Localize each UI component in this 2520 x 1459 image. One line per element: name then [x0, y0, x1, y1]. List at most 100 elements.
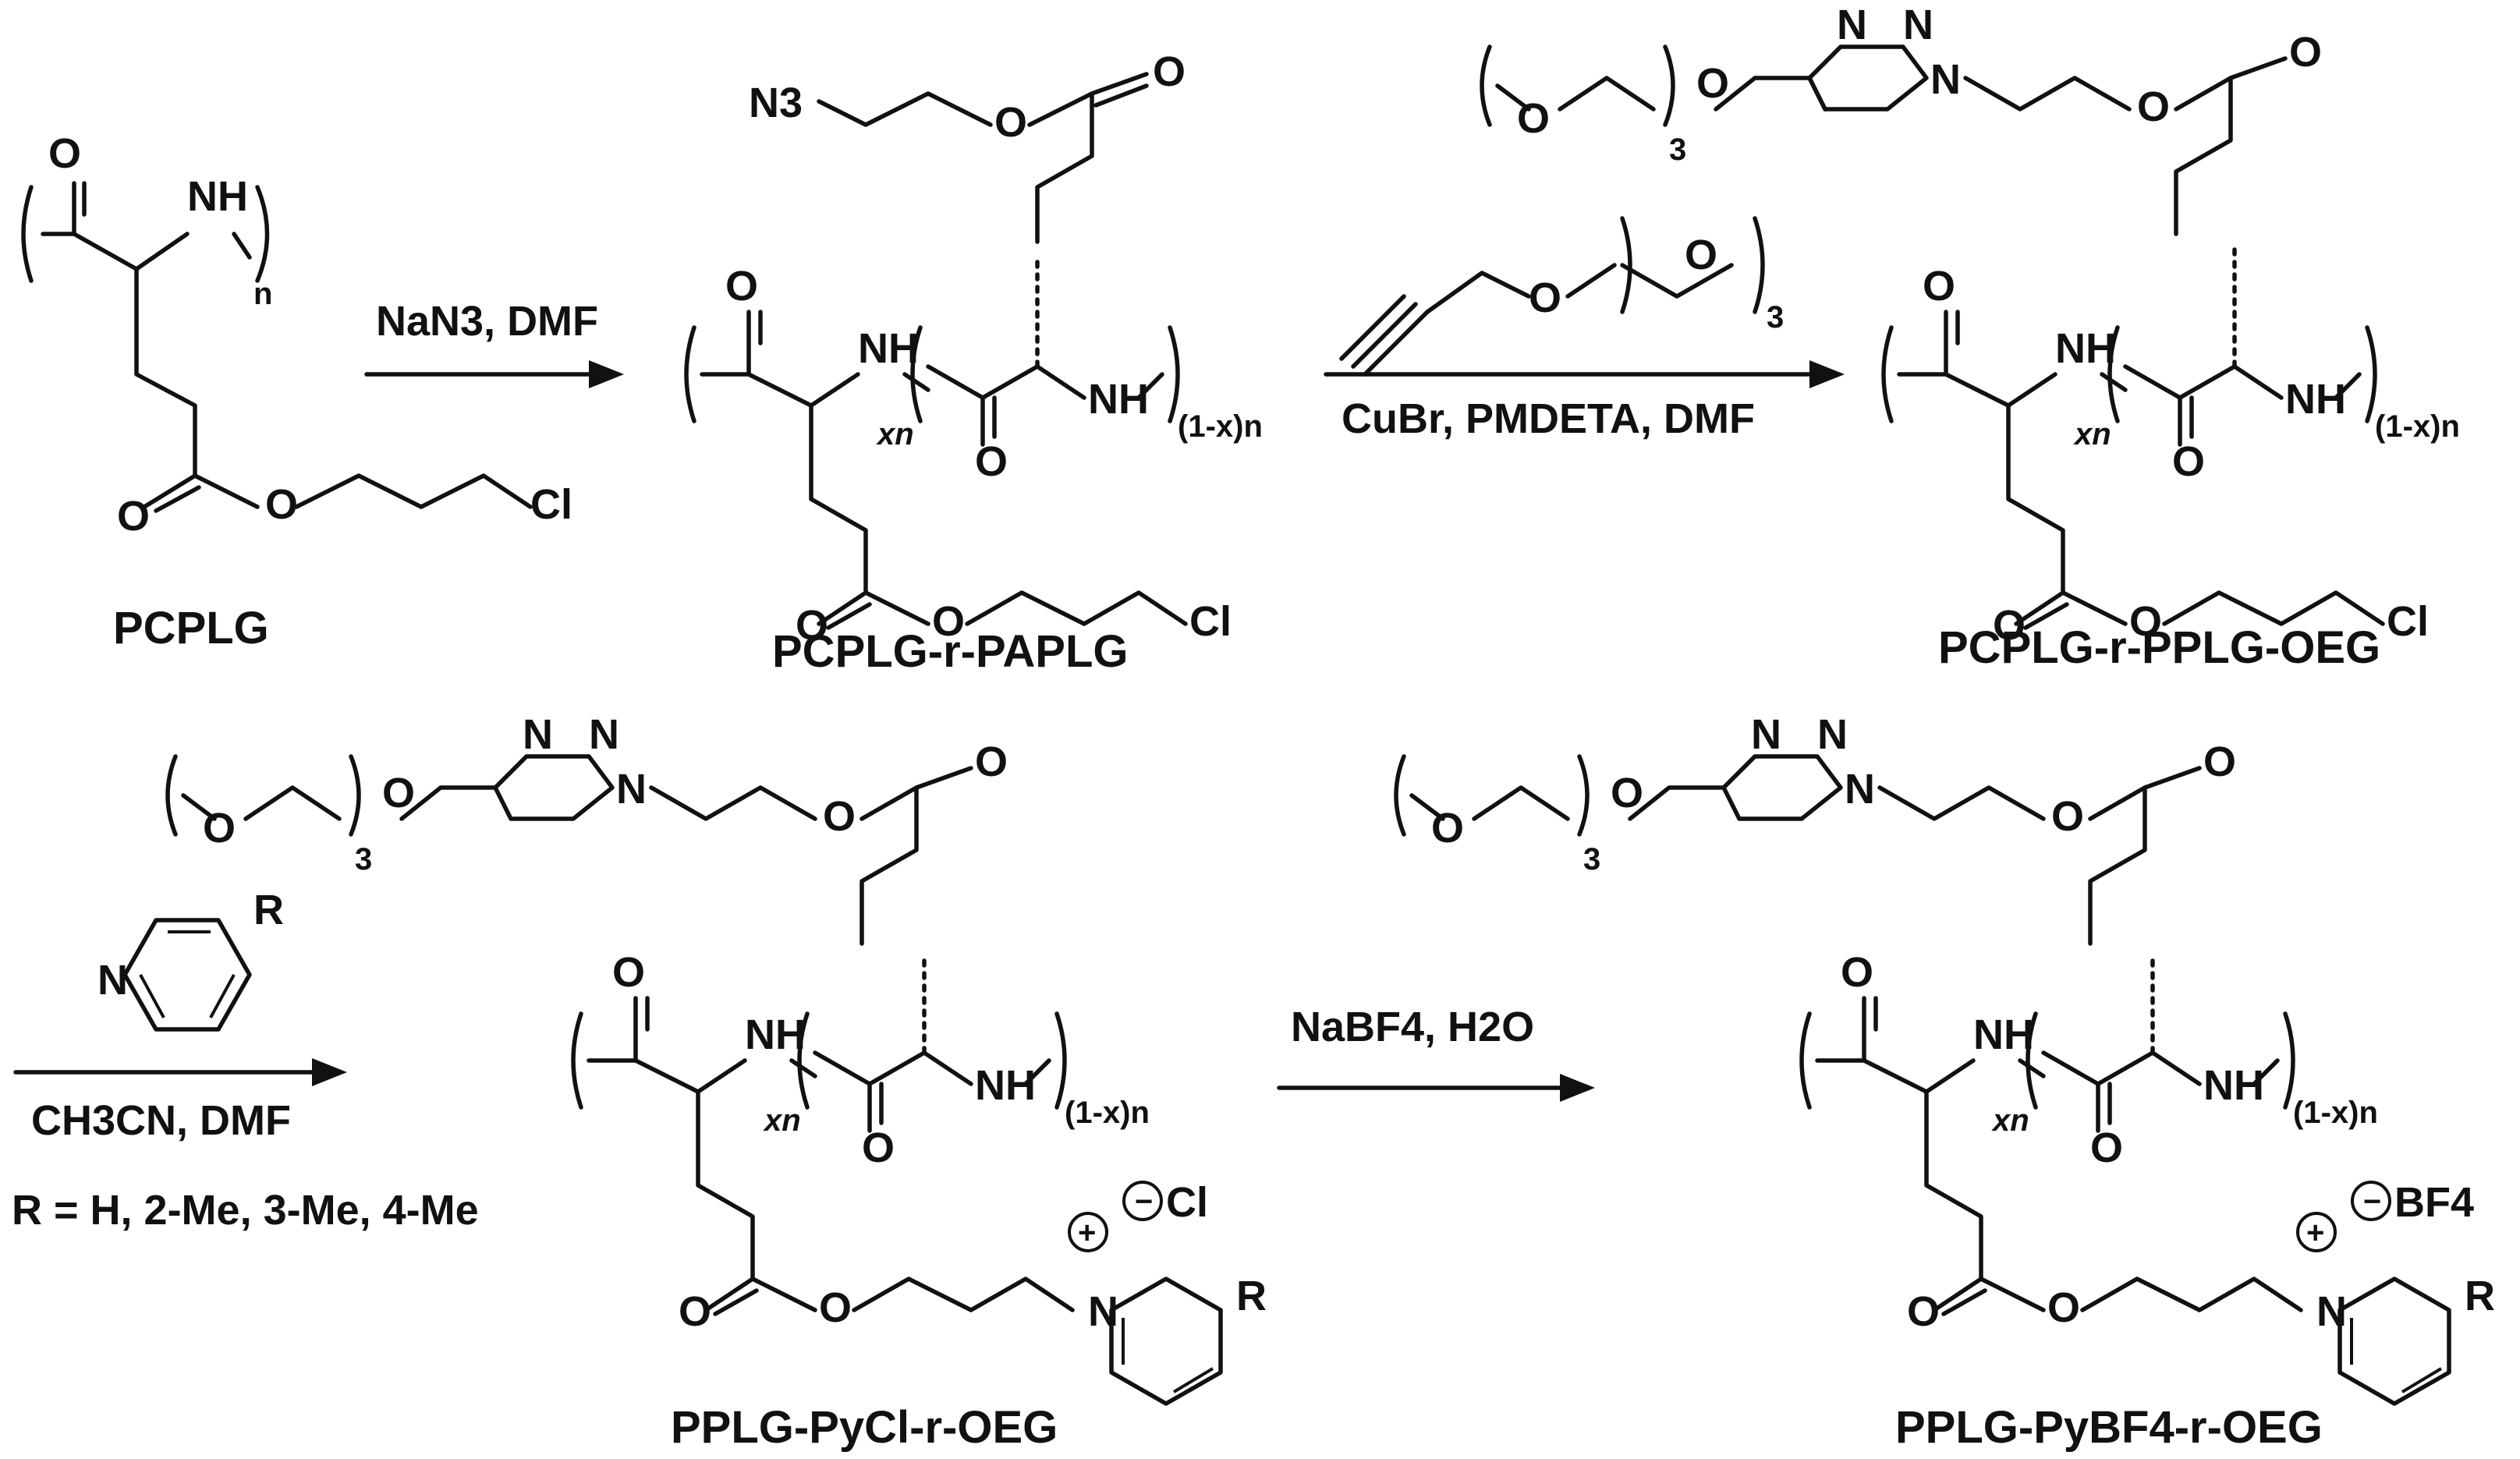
carbonyl-o-label: O	[2289, 29, 2322, 76]
carbonyl-o-label: O	[1153, 48, 1186, 95]
ester-o-label: O	[1993, 602, 2026, 649]
ester-o-label: O	[2137, 83, 2170, 130]
carbonyl-o-label: O	[2172, 438, 2205, 485]
ester-o-label: O	[2047, 1284, 2080, 1331]
carbonyl-o-label: O	[975, 738, 1008, 785]
reaction-arrow-3: N R CH3CN, DMF R = H, 2-Me, 3-Me, 4-Me	[12, 887, 479, 1234]
nh-label: NH	[187, 173, 248, 220]
nh-label: NH	[858, 325, 919, 372]
repeat-n-label: n	[253, 277, 272, 311]
xn-label: xn	[2073, 417, 2111, 452]
r-group-label: R	[253, 887, 284, 933]
ester-o-label: O	[679, 1288, 711, 1335]
chloride-label: Cl	[1166, 1179, 1208, 1226]
condition-step2: CuBr, PMDETA, DMF	[1342, 395, 1755, 442]
compound-name-pplg-pycl-r-oeg: PPLG-PyCl-r-OEG	[671, 1402, 1058, 1453]
repeat-3-label: 3	[1767, 300, 1784, 335]
xn-label: xn	[876, 417, 914, 452]
triazole-n-label: N	[1817, 711, 1848, 758]
ester-o-label: O	[1907, 1288, 1940, 1335]
r-group-label: R	[1236, 1273, 1267, 1319]
carbonyl-o-label: O	[612, 949, 645, 996]
reaction-arrow-2: O O 3 CuBr, PMDETA, DMF	[1324, 216, 1845, 442]
nh-label: NH	[745, 1011, 806, 1058]
ester-o-label: O	[2129, 598, 2162, 645]
triazole-n-label: N	[1751, 711, 1781, 758]
ester-o-label: O	[2051, 793, 2084, 840]
xn-label: xn	[763, 1103, 801, 1138]
compound-pcplg: O NH n O O Cl PCPLG	[21, 130, 572, 653]
one-minus-x-n-label: (1-x)n	[2375, 409, 2460, 444]
triazole-n-label: N	[1845, 766, 1875, 813]
compound-pcplg-r-pplg-oeg: O 3 O N N N O O O NH xn O NH (1-x)n O O …	[1480, 2, 2460, 673]
compound-name-pcplg-r-paplg: PCPLG-r-PAPLG	[772, 626, 1129, 677]
azide-label: N3	[749, 80, 803, 126]
r-group-label: R	[2465, 1273, 2495, 1319]
tetrafluoroborate-label: BF4	[2394, 1179, 2474, 1226]
carbonyl-o-label: O	[2203, 738, 2236, 785]
compound-pcplg-r-paplg: N3 O O O NH xn O NH (1-x)n O O Cl PCPLG-…	[684, 48, 1263, 677]
ether-o-label: O	[1529, 274, 1561, 321]
triazole-n-label: N	[1903, 2, 1933, 48]
triazole-n-label: N	[616, 766, 647, 813]
condition-step4: NaBF4, H2O	[1291, 1004, 1534, 1050]
compound-name-pplg-pybf4-r-oeg: PPLG-PyBF4-r-OEG	[1895, 1402, 2323, 1453]
plus-charge-label: +	[2306, 1216, 2324, 1250]
ester-o-label: O	[823, 793, 856, 840]
condition-step3: CH3CN, DMF	[31, 1097, 291, 1144]
one-minus-x-n-label: (1-x)n	[2293, 1096, 2378, 1130]
repeat-3-label: 3	[355, 842, 372, 876]
triazole-n-label: N	[589, 711, 619, 758]
compound-pplg-pybf4-r-oeg: O 3 O N N N O O O NH xn O NH (1-x)n O O	[1394, 711, 2495, 1453]
repeat-3-label: 3	[1669, 133, 1686, 167]
ester-o-label: O	[117, 493, 150, 540]
compound-name-pcplg: PCPLG	[113, 603, 269, 653]
chloro-label: Cl	[2387, 598, 2429, 645]
carbonyl-o-label: O	[725, 263, 758, 310]
nh-label: NH	[1973, 1011, 2034, 1058]
nh-label: NH	[2203, 1062, 2264, 1109]
ether-o-label: O	[1431, 805, 1464, 852]
nh-label: NH	[2285, 376, 2346, 423]
one-minus-x-n-label: (1-x)n	[1065, 1096, 1150, 1130]
ether-o-label: O	[382, 770, 415, 816]
nh-label: NH	[975, 1062, 1036, 1109]
pyridinium-n-label: N	[2316, 1288, 2347, 1335]
ester-o-label: O	[819, 1284, 852, 1331]
ester-o-label: O	[265, 481, 298, 528]
xn-label: xn	[1991, 1103, 2029, 1138]
ether-o-label: O	[203, 805, 236, 852]
pyridinium-n-label: N	[1088, 1288, 1118, 1335]
condition-step1: NaN3, DMF	[376, 298, 598, 345]
carbonyl-o-label: O	[1923, 263, 1955, 310]
ether-o-label: O	[1517, 95, 1550, 142]
one-minus-x-n-label: (1-x)n	[1178, 409, 1263, 444]
chloro-label: Cl	[530, 481, 572, 528]
reaction-arrow-1: NaN3, DMF	[364, 298, 624, 388]
triazole-n-label: N	[1930, 56, 1961, 103]
nh-label: NH	[2055, 325, 2116, 372]
minus-charge-label: −	[2363, 1185, 2381, 1219]
carbonyl-o-label: O	[48, 130, 81, 177]
ether-o-label: O	[1685, 232, 1717, 278]
nh-label: NH	[1088, 376, 1149, 423]
minus-charge-label: −	[1135, 1185, 1153, 1219]
ester-o-label: O	[932, 598, 965, 645]
ether-o-label: O	[1611, 770, 1643, 816]
carbonyl-o-label: O	[862, 1124, 895, 1171]
reaction-arrow-4: NaBF4, H2O	[1277, 1004, 1595, 1102]
triazole-n-label: N	[1837, 2, 1867, 48]
carbonyl-o-label: O	[1841, 949, 1873, 996]
triazole-n-label: N	[523, 711, 553, 758]
carbonyl-o-label: O	[975, 438, 1008, 485]
carbonyl-o-label: O	[2090, 1124, 2123, 1171]
ether-o-label: O	[1696, 60, 1729, 107]
ester-o-label: O	[796, 602, 828, 649]
compound-pplg-pycl-r-oeg: O 3 O N N N O O O NH xn O NH (1-x)n O O	[165, 711, 1267, 1453]
compound-name-pcplg-r-pplg-oeg: PCPLG-r-PPLG-OEG	[1938, 622, 2380, 673]
plus-charge-label: +	[1078, 1216, 1096, 1250]
repeat-3-label: 3	[1583, 842, 1600, 876]
pyridine-n-label: N	[97, 957, 128, 1004]
ester-o-label: O	[994, 99, 1027, 146]
